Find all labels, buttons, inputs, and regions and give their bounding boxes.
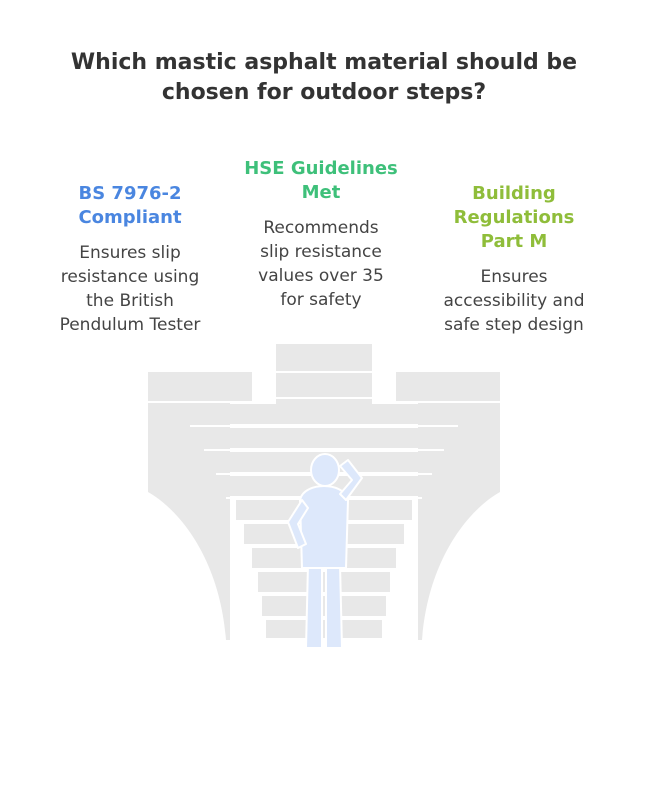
option-description: Ensures slip resistance using the Britis…: [59, 243, 201, 335]
step: [266, 620, 382, 638]
step: [262, 596, 386, 616]
page-title: Which mastic asphalt material should be …: [70, 50, 578, 105]
option-bs-7976-2: BS 7976-2 Compliant Ensures slip resista…: [40, 182, 220, 337]
option-description: Recommends slip resistance values over 3…: [258, 218, 384, 310]
option-building-regulations: Building Regulations Part M Ensures acce…: [418, 182, 610, 337]
option-description: Ensures accessibility and safe step desi…: [443, 267, 585, 335]
option-heading: Building Regulations Part M: [453, 183, 575, 252]
option-heading: HSE Guidelines Met: [244, 158, 398, 203]
thinking-person-icon: [287, 453, 363, 649]
step: [190, 404, 458, 424]
left-top-step: [148, 372, 252, 402]
step: [204, 428, 444, 448]
right-top-step: [396, 372, 500, 402]
option-hse-guidelines: HSE Guidelines Met Recommends slip resis…: [228, 157, 414, 312]
option-heading: BS 7976-2 Compliant: [78, 183, 182, 228]
step: [258, 572, 390, 592]
